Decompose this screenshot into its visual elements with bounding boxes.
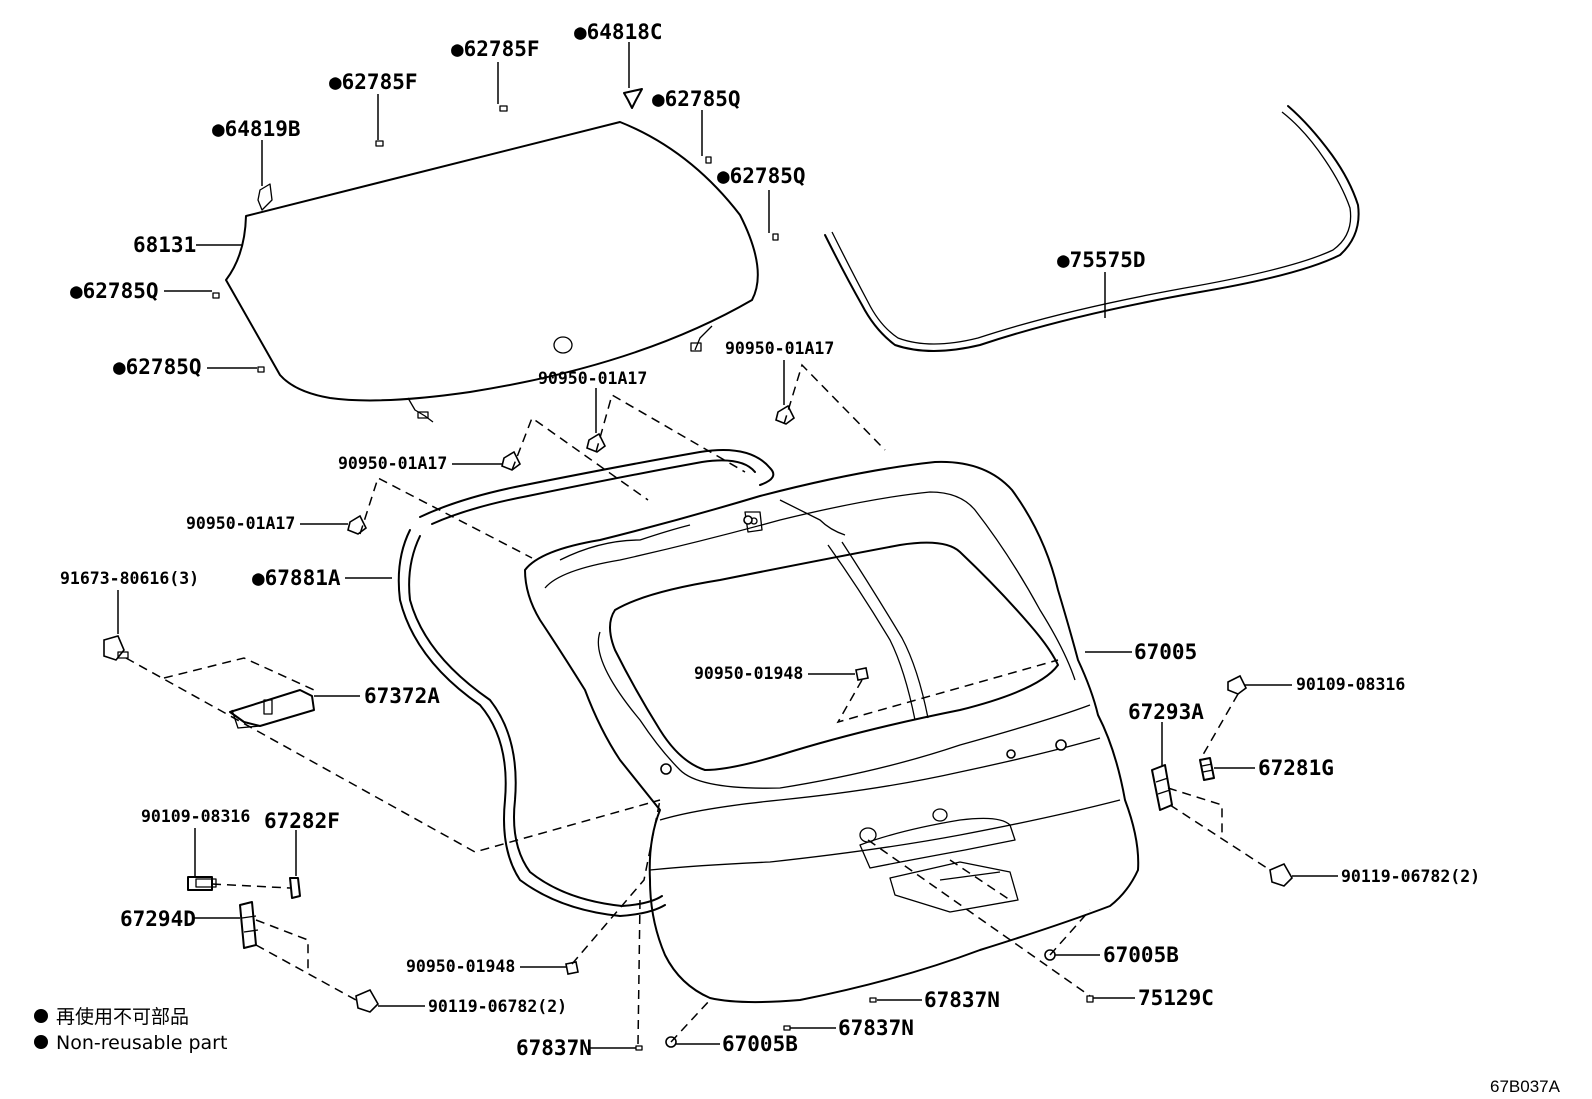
label-67281G: 67281G — [1258, 756, 1334, 780]
label-91673-80616: 91673-80616(3) — [60, 569, 199, 588]
filled-circle-icon — [34, 1035, 48, 1049]
back-door-panel-67005 — [524, 460, 1140, 1004]
label-62785Q-left-lower: ●62785Q — [113, 355, 202, 379]
label-62785Q-top: ●62785Q — [652, 87, 741, 111]
label-90950-01A17-c: 90950-01A17 — [338, 454, 447, 473]
label-62785Q-left-upper: ●62785Q — [70, 279, 159, 303]
label-90950-01948-lower: 90950-01948 — [406, 957, 515, 976]
part-labels: ●64818C ●62785F ●62785F ●62785Q ●62785Q … — [60, 20, 1480, 1060]
label-67372A: 67372A — [364, 684, 440, 708]
label-67881A: ●67881A — [252, 566, 341, 590]
label-90109-08316-left: 90109-08316 — [141, 807, 250, 826]
trim-board-68131 — [225, 121, 759, 423]
legend-non-reusable-jp: 再使用不可部品 — [56, 1006, 189, 1028]
label-67837N-left: 67837N — [516, 1036, 592, 1060]
label-90950-01A17-d: 90950-01A17 — [186, 514, 295, 533]
leader-lines — [117, 42, 1338, 1049]
label-67293A: 67293A — [1128, 700, 1204, 724]
label-90950-01948-upper: 90950-01948 — [694, 664, 803, 683]
label-75575D: ●75575D — [1057, 248, 1146, 272]
label-67005B-left: 67005B — [722, 1032, 798, 1056]
filled-circle-icon — [34, 1009, 48, 1023]
label-67005: 67005 — [1134, 640, 1197, 664]
door-weatherstrip-67881A — [397, 449, 775, 917]
assembly-dashed-lines — [125, 363, 1271, 1045]
legend: 再使用不可部品 Non-reusable part — [34, 1006, 227, 1054]
hardware — [103, 404, 1293, 1051]
label-90950-01A17-b: 90950-01A17 — [538, 369, 647, 388]
label-67837N-middle: 67837N — [838, 1016, 914, 1040]
label-75129C: 75129C — [1138, 986, 1214, 1010]
legend-non-reusable-en: Non-reusable part — [56, 1032, 227, 1054]
label-90950-01A17-a: 90950-01A17 — [725, 339, 834, 358]
label-90119-06782-right: 90119-06782(2) — [1341, 867, 1480, 886]
diagram-code: 67B037A — [1490, 1077, 1561, 1096]
label-68131: 68131 — [133, 233, 196, 257]
label-64818C: ●64818C — [574, 20, 663, 44]
label-62785F-upper: ●62785F — [451, 37, 540, 61]
weatherstrip-75575D — [824, 105, 1360, 352]
label-67837N-right: 67837N — [924, 988, 1000, 1012]
label-67005B-right: 67005B — [1103, 943, 1179, 967]
label-90109-08316-right: 90109-08316 — [1296, 675, 1405, 694]
label-64819B: ●64819B — [212, 117, 301, 141]
label-62785Q-right: ●62785Q — [717, 164, 806, 188]
label-62785F-lower: ●62785F — [329, 70, 418, 94]
label-67294D: 67294D — [120, 907, 196, 931]
trim-clips — [212, 88, 779, 373]
label-67282F: 67282F — [264, 809, 340, 833]
label-90119-06782-left: 90119-06782(2) — [428, 997, 567, 1016]
